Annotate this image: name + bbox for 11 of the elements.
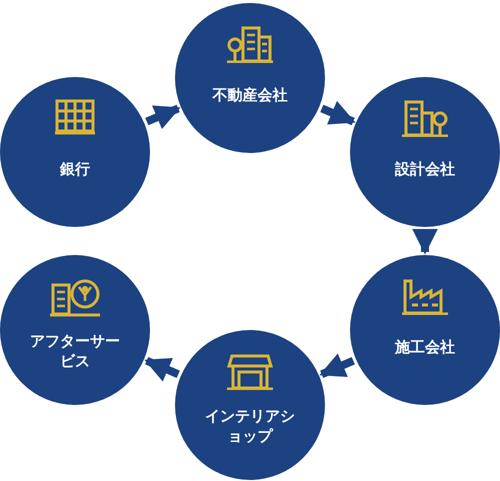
arrow [145, 104, 181, 130]
arrow [319, 353, 355, 378]
node-label: 銀行 [58, 159, 91, 179]
arrow [320, 100, 356, 126]
node-label: インテリアショップ [205, 406, 295, 446]
arrow [144, 357, 180, 382]
node-label: アフターサービス [30, 331, 120, 371]
node-label: 施工会社 [394, 337, 456, 357]
node-label: 不動産会社 [211, 85, 288, 105]
arrow [412, 228, 438, 255]
node-label: 設計会社 [394, 159, 456, 179]
